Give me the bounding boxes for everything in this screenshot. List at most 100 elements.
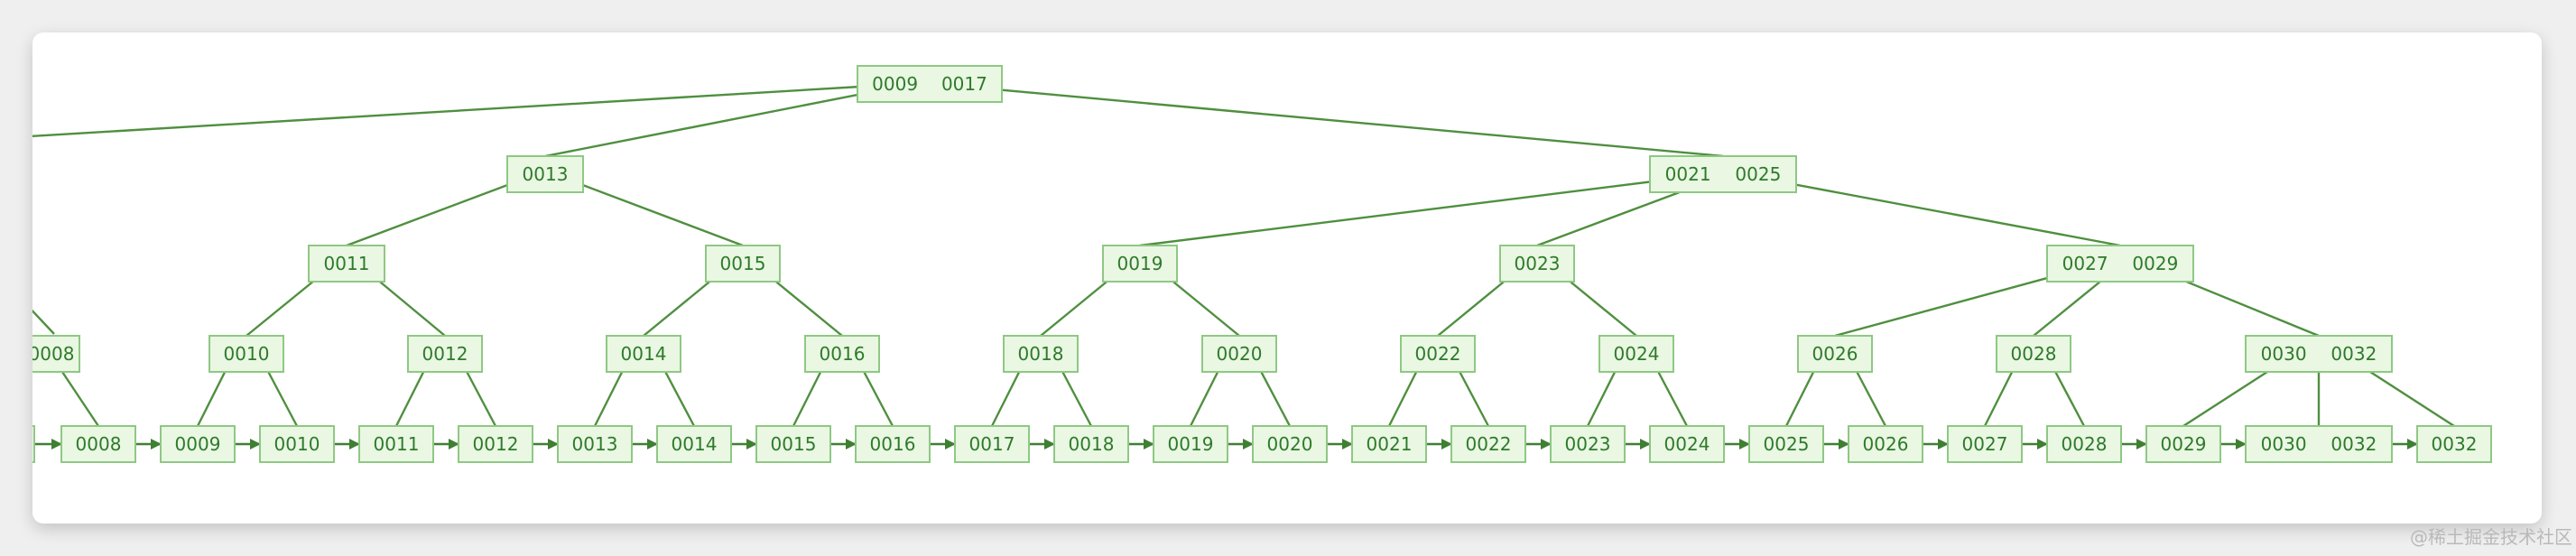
tree-node-n12: 0012 [407, 335, 483, 373]
tree-node-l15: 0015 [755, 425, 831, 463]
node-key: 0013 [523, 163, 569, 185]
tree-node-l27: 0027 [1947, 425, 2023, 463]
tree-node-n24: 0024 [1598, 335, 1674, 373]
tree-node-l24: 0024 [1649, 425, 1725, 463]
node-box [160, 425, 236, 463]
node-key: 0028 [2011, 343, 2057, 365]
node-key: 0009 [175, 433, 221, 455]
edge-root-n2125 [955, 84, 1724, 158]
tree-node-l28: 0028 [2046, 425, 2122, 463]
node-key: 0024 [1614, 343, 1660, 365]
node-box [857, 65, 1003, 103]
tree-node-l09: 0009 [160, 425, 236, 463]
node-box [506, 155, 584, 193]
tree-node-l29: 0029 [2145, 425, 2221, 463]
node-key: 0025 [1764, 433, 1810, 455]
node-key: 0020 [1267, 433, 1313, 455]
node-key: 0009 [872, 73, 918, 95]
tree-node-l07 [32, 425, 35, 463]
node-box [656, 425, 732, 463]
node-box [308, 245, 385, 283]
edge-n08-offscreen [32, 309, 55, 335]
node-key: 0013 [572, 433, 618, 455]
node-box [1252, 425, 1328, 463]
node-box [855, 425, 931, 463]
node-key: 0010 [274, 433, 320, 455]
node-box [1499, 245, 1575, 283]
node-box [208, 335, 284, 373]
node-key: 0032 [2330, 433, 2377, 455]
tree-node-n08: 0008 [32, 335, 80, 373]
node-key: 0012 [422, 343, 468, 365]
node-key: 0029 [2132, 253, 2178, 274]
node-box [32, 425, 35, 463]
node-key: 0023 [1515, 253, 1561, 274]
node-box [557, 425, 633, 463]
node-box [2145, 425, 2221, 463]
node-box [705, 245, 781, 283]
node-key: 0012 [473, 433, 519, 455]
node-box [1400, 335, 1476, 373]
tree-node-n26: 0026 [1797, 335, 1873, 373]
tree-node-l19: 0019 [1153, 425, 1228, 463]
node-key: 0020 [1217, 343, 1263, 365]
node-key: 0018 [1069, 433, 1115, 455]
node-key: 0017 [969, 433, 1015, 455]
tree-node-n11: 0011 [308, 245, 385, 283]
node-key: 0016 [820, 343, 866, 365]
node-box [1848, 425, 1923, 463]
edge-root-n13 [544, 84, 904, 158]
node-key: 0014 [621, 343, 667, 365]
node-box [804, 335, 880, 373]
node-key: 0025 [1735, 163, 1781, 185]
node-box [2245, 425, 2393, 463]
tree-node-n14: 0014 [606, 335, 681, 373]
node-key: 0022 [1415, 343, 1461, 365]
tree-node-l14: 0014 [656, 425, 732, 463]
node-box [1797, 335, 1873, 373]
node-box [1003, 335, 1079, 373]
tree-node-l13: 0013 [557, 425, 633, 463]
node-key: 0021 [1367, 433, 1413, 455]
edge-n13-n11 [346, 174, 533, 247]
node-box [60, 425, 136, 463]
node-key: 0017 [941, 73, 987, 95]
tree-node-n18: 0018 [1003, 335, 1079, 373]
node-box [1053, 425, 1129, 463]
tree-node-l25: 0025 [1748, 425, 1824, 463]
node-box [1649, 425, 1725, 463]
node-box [1947, 425, 2023, 463]
tree-node-l20: 0020 [1252, 425, 1328, 463]
node-box [1748, 425, 1824, 463]
tree-node-n19: 0019 [1102, 245, 1178, 283]
node-box [1550, 425, 1626, 463]
node-box [606, 335, 681, 373]
node-box [755, 425, 831, 463]
tree-node-l18: 0018 [1053, 425, 1129, 463]
tree-node-root: 0009 0017 [857, 65, 1003, 103]
tree-node-l32: 0032 [2416, 425, 2492, 463]
node-box [1351, 425, 1427, 463]
node-key: 0008 [32, 343, 74, 365]
tree-node-n23: 0023 [1499, 245, 1575, 283]
tree-node-n16: 0016 [804, 335, 880, 373]
node-key: 0019 [1117, 253, 1163, 274]
node-box [2245, 335, 2393, 373]
node-key: 0027 [1962, 433, 2008, 455]
node-key: 0019 [1168, 433, 1214, 455]
node-key: 0015 [771, 433, 817, 455]
node-key: 0026 [1812, 343, 1858, 365]
node-box [1450, 425, 1526, 463]
node-box [1649, 155, 1797, 193]
edge-n2125-n2729 [1748, 174, 2121, 247]
node-box [458, 425, 533, 463]
node-key: 0008 [76, 433, 122, 455]
node-key: 0018 [1018, 343, 1064, 365]
node-key: 0028 [2062, 433, 2108, 455]
tree-node-l17: 0017 [954, 425, 1030, 463]
tree-node-l11: 0011 [358, 425, 434, 463]
